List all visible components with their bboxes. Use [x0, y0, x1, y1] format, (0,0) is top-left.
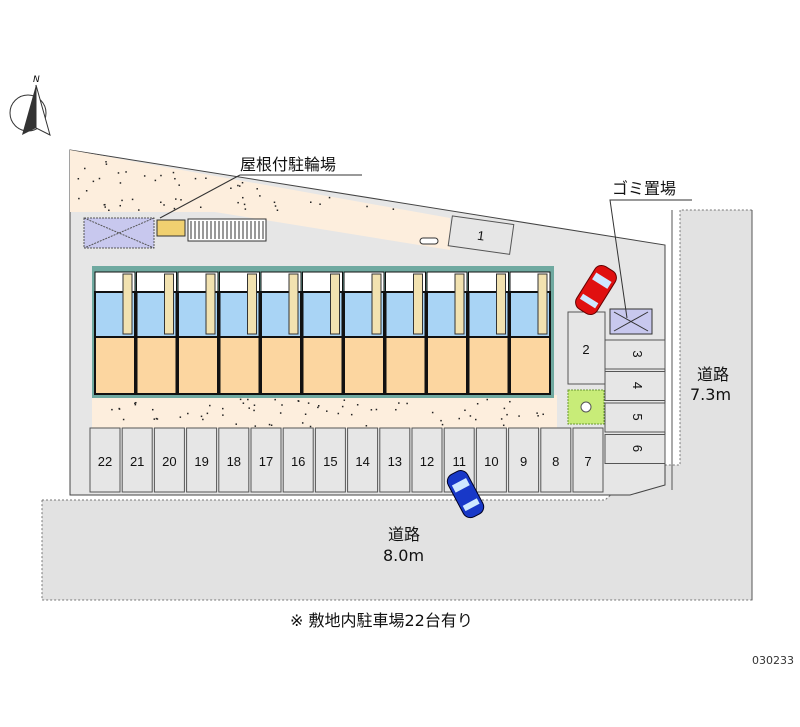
road-south-width: 8.0m [383, 546, 424, 565]
apartment-unit [301, 271, 344, 395]
parking-number: 10 [484, 454, 498, 469]
parking-number: 3 [630, 350, 645, 357]
parking-number: 6 [630, 445, 645, 452]
parking-space: 6 [604, 434, 666, 464]
parking-number: 11 [452, 454, 466, 469]
apartment-unit [94, 271, 136, 395]
parking-number: 14 [355, 454, 369, 469]
apartment-unit [135, 271, 178, 395]
apartment-unit [218, 271, 261, 395]
apartment-unit [426, 271, 468, 395]
apartment-unit [343, 271, 385, 395]
road-east-name: 道路 [697, 365, 729, 384]
parking-number: 19 [194, 454, 208, 469]
parking-note: ※ 敷地内駐車場22台有り [290, 611, 473, 630]
parking-space: 10 [475, 427, 507, 493]
blue-car-icon [446, 470, 485, 519]
red-car-icon [575, 264, 617, 316]
bike-space-hatch [190, 221, 264, 239]
compass-north-icon: N [9, 75, 51, 136]
parking-number: 16 [291, 454, 305, 469]
parking-number: 1 [476, 228, 485, 244]
parking-space: 17 [250, 427, 282, 493]
parking-number: 8 [552, 454, 559, 469]
drain-icon [419, 237, 439, 245]
apartment-unit [177, 271, 219, 395]
parking-space: 7 [572, 427, 604, 493]
parking-number: 13 [388, 454, 402, 469]
leader-line [609, 199, 692, 319]
parking-space: 22 [89, 427, 121, 493]
property-code: 030233 [752, 654, 794, 667]
parking-column-right: 3 4 5 6 [604, 339, 666, 464]
leader-line [159, 174, 241, 219]
parking-space-2 [567, 311, 606, 385]
parking-space: 8 [540, 427, 572, 493]
parking-space: 13 [379, 427, 411, 493]
parking-space: 14 [347, 427, 379, 493]
north-label: N [33, 75, 40, 85]
parking-number: 20 [162, 454, 176, 469]
parking-space: 19 [186, 427, 218, 493]
bicycle-parking-label: 屋根付駐輪場 [240, 155, 336, 174]
parking-space: 12 [411, 427, 443, 493]
garden-area-north [70, 150, 450, 250]
parking-space-1: 1 [447, 215, 515, 255]
apartment-unit [467, 271, 510, 395]
road-east-width: 7.3m [690, 385, 731, 404]
parking-number: 12 [420, 454, 434, 469]
parking-number: 21 [130, 454, 144, 469]
parking-number: 9 [520, 454, 527, 469]
parking-number: 15 [323, 454, 337, 469]
parking-space: 5 [604, 402, 666, 433]
parking-space: 18 [218, 427, 250, 493]
garden-area-south [92, 395, 557, 428]
parking-space: 4 [604, 371, 666, 401]
parking-number: 2 [582, 342, 589, 357]
parking-space: 20 [153, 427, 185, 493]
parking-space: 9 [508, 427, 540, 493]
parking-space: 3 [604, 339, 666, 370]
bicycle-rack [156, 219, 186, 237]
parking-number: 22 [98, 454, 112, 469]
garbage-area-label: ゴミ置場 [612, 179, 676, 198]
apartment-unit [509, 271, 551, 395]
apartment-unit [384, 271, 427, 395]
parking-number: 4 [630, 382, 645, 389]
tree-icon [580, 401, 592, 413]
parking-space: 15 [314, 427, 346, 493]
parking-number: 17 [259, 454, 273, 469]
parking-space: 16 [282, 427, 314, 493]
road-south-name: 道路 [388, 525, 420, 544]
parking-number: 18 [227, 454, 241, 469]
building-units [94, 271, 551, 395]
apartment-unit [260, 271, 302, 395]
parking-row-bottom: 22 21 20 19 18 17 16 15 14 13 12 11 10 9 8 7 [89, 427, 604, 493]
parking-space: 21 [121, 427, 153, 493]
parking-number: 5 [630, 413, 645, 420]
gravel-dots [77, 161, 544, 428]
parking-number: 7 [584, 454, 591, 469]
